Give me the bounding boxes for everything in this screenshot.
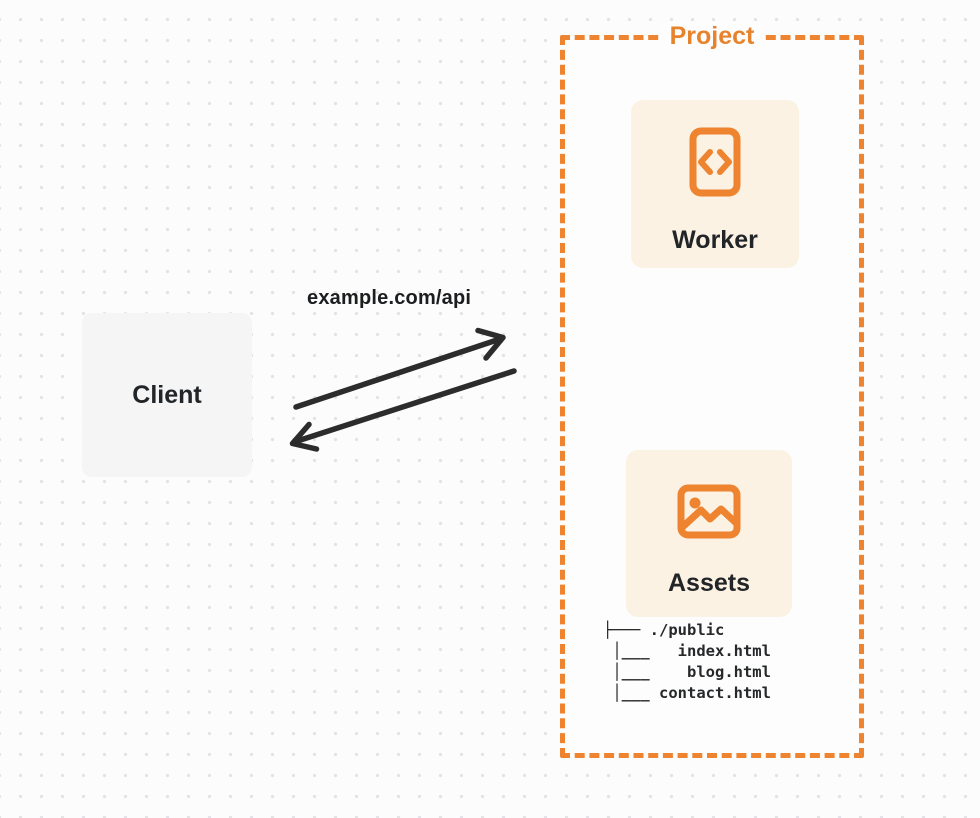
response-arrow-line bbox=[296, 368, 517, 444]
assets-node: Assets bbox=[626, 450, 792, 617]
request-arrow-line bbox=[293, 337, 500, 410]
client-node-label: Client bbox=[132, 380, 202, 409]
request-url-label: example.com/api bbox=[307, 287, 472, 309]
assets-node-label: Assets bbox=[668, 569, 750, 597]
response-arrow-head bbox=[289, 421, 320, 452]
image-icon bbox=[677, 484, 741, 544]
code-icon bbox=[689, 127, 741, 202]
worker-node: Worker bbox=[631, 100, 799, 268]
request-arrow-head bbox=[475, 327, 506, 361]
worker-node-label: Worker bbox=[672, 226, 758, 254]
file-tree: ├─── ./public │___ index.html │___ blog.… bbox=[603, 621, 771, 702]
project-boundary: Project Worker Assets ├─── ./pu bbox=[560, 22, 864, 758]
client-node: Client bbox=[82, 313, 252, 477]
project-boundary-label: Project bbox=[660, 22, 764, 51]
